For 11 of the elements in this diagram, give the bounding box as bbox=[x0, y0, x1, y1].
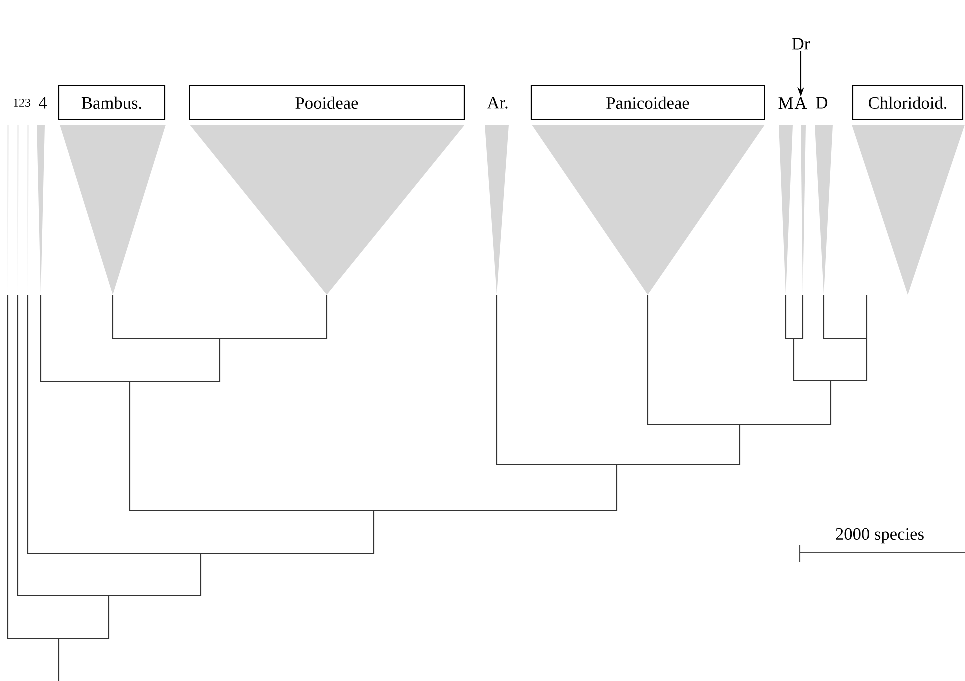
tip-label: 123 bbox=[14, 98, 31, 108]
tip-label: D bbox=[816, 97, 828, 109]
taxon-label: A bbox=[794, 98, 808, 109]
tip-label: Ar. bbox=[487, 97, 508, 109]
clade-label-box: Chloridoid. bbox=[852, 85, 964, 121]
clade-label-box: Panicoideae bbox=[530, 85, 766, 121]
taxon-label: M bbox=[778, 98, 794, 109]
clade-label-box: Bambus. bbox=[58, 85, 166, 121]
scale-label: 2000 species bbox=[836, 528, 924, 544]
clade-label-box: Pooideae bbox=[189, 85, 465, 121]
taxon-label: Dr bbox=[792, 38, 810, 50]
